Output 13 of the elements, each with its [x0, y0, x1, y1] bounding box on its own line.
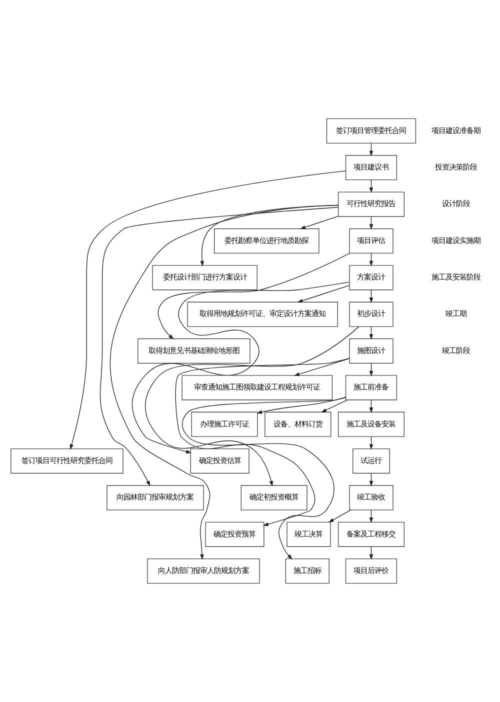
arrow [182, 397, 346, 560]
arrow [294, 358, 350, 376]
arrow [175, 358, 350, 526]
arrow [70, 170, 346, 450]
arrow [256, 396, 346, 414]
arrow [132, 282, 350, 454]
arrow [144, 326, 360, 486]
arrow [297, 285, 350, 302]
arrow [321, 400, 348, 413]
arrow [200, 204, 339, 266]
arrow [158, 252, 350, 340]
arrow [328, 510, 352, 523]
arrow [300, 216, 338, 230]
